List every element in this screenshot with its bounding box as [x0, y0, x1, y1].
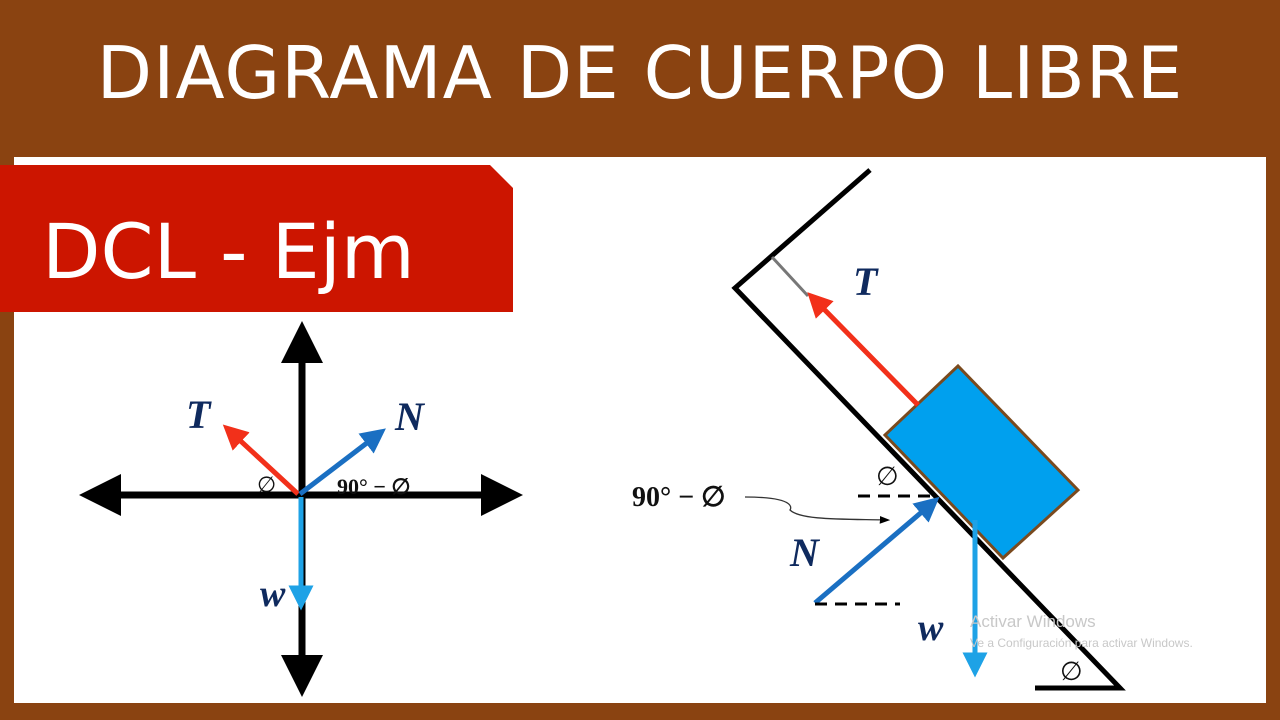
angle-complement-label: 90° − ∅ [632, 482, 726, 513]
tension-vector [222, 424, 300, 496]
weight-label: w [918, 607, 944, 649]
banner: DCL - Ejm [0, 165, 513, 312]
watermark-line2: Ve a Configuración para activar Windows. [970, 636, 1193, 650]
page-title: DIAGRAMA DE CUERPO LIBRE [96, 31, 1184, 115]
watermark-line1: Activar Windows [970, 612, 1096, 631]
normal-vector [298, 428, 386, 496]
angle-phi-bottom-label: ∅ [1060, 657, 1083, 686]
angle-phi-label: ∅ [257, 472, 276, 497]
incline-and-wall [731, 168, 1126, 691]
tension-label: T [186, 392, 212, 437]
banner-label: DCL - Ejm [42, 207, 415, 296]
weight-label: w [260, 573, 286, 615]
left-free-body-diagram: T N w ∅ 90° − ∅ [79, 321, 523, 697]
tension-label: T [853, 259, 879, 304]
normal-label: N [394, 394, 426, 439]
block [882, 363, 1081, 561]
angle-phi-top-label: ∅ [876, 462, 899, 491]
normal-label: N [789, 530, 821, 575]
right-incline-diagram: T N w ∅ ∅ 90° − ∅ [632, 168, 1126, 691]
angle-complement-label: 90° − ∅ [337, 474, 411, 499]
rope [770, 255, 810, 298]
tension-vector [807, 292, 920, 407]
normal-vector [813, 496, 940, 605]
annotation-pointer [744, 496, 891, 524]
